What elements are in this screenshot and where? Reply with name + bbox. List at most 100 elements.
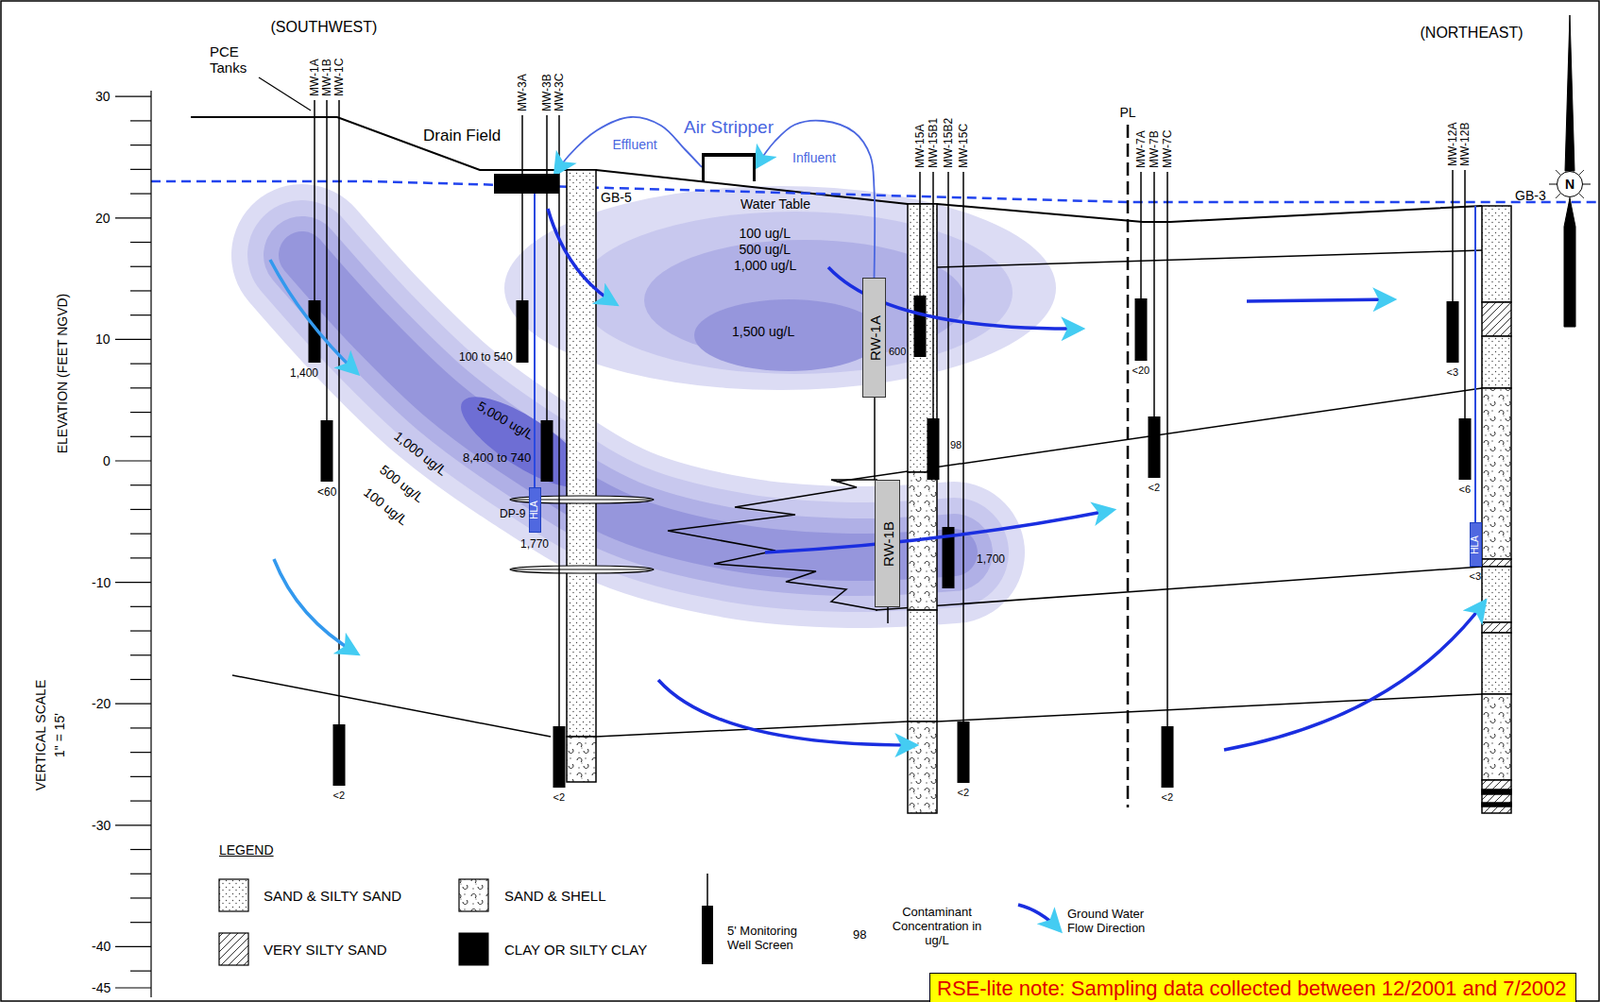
legend-text: VERY SILTY SAND <box>263 941 388 958</box>
edge-label: Influent <box>792 150 836 166</box>
well-screen <box>516 300 529 363</box>
elevation-axis <box>150 90 152 998</box>
well-id: MW-7C <box>1161 130 1175 169</box>
axis-tick <box>115 96 152 98</box>
axis-tick <box>130 533 152 535</box>
well-casing <box>314 100 1465 788</box>
feature-label: PCE Tanks <box>209 43 257 76</box>
well-screen <box>1161 726 1175 788</box>
ground-surface <box>190 117 1482 222</box>
boring-column <box>1481 205 1512 303</box>
direction-label: (SOUTHWEST) <box>271 18 378 36</box>
node-text: N <box>1565 177 1575 191</box>
well-screen <box>553 726 566 788</box>
legend-swatch <box>219 879 249 912</box>
compass-circle: N <box>1556 170 1583 198</box>
concentration-value: <2 <box>553 791 566 803</box>
axis-tick <box>115 946 152 948</box>
well-id: MW-12B <box>1459 122 1472 167</box>
property-line-label: PL <box>1120 105 1137 120</box>
axis-tick <box>130 266 152 268</box>
well-id: MW-3B <box>541 73 554 112</box>
flow-arrow <box>765 510 1113 553</box>
north-arrow <box>1555 170 1584 199</box>
property-line <box>1126 124 1130 808</box>
concentration-value: 1,700 <box>976 553 1005 566</box>
ground-surface <box>190 117 1482 222</box>
well-casing <box>1166 171 1169 788</box>
boring-column <box>1481 632 1512 695</box>
note-box: RSE-lite note: Sampling data collected b… <box>929 972 1577 1002</box>
boring-column <box>1481 622 1512 633</box>
concentration-value: <60 <box>317 486 337 499</box>
concentration-value: 1,770 <box>520 538 549 551</box>
north-arrow <box>1555 170 1584 199</box>
well-id: MW-15A <box>914 124 927 169</box>
node-text: Air Stripper <box>683 117 774 138</box>
axis-tick <box>130 654 152 656</box>
axis-tick <box>130 119 152 121</box>
axis-tick <box>130 411 152 413</box>
boring-column <box>907 610 937 722</box>
well-id: MW-1B <box>321 58 334 97</box>
axis-title: ELEVATION (FEET NGVD) <box>55 292 70 454</box>
legend-swatch <box>219 933 249 966</box>
axis-tick-label: 20 <box>95 211 111 226</box>
axis-tick <box>130 436 152 438</box>
axis-tick <box>130 289 152 291</box>
axis-tick-label: 0 <box>102 454 111 469</box>
well-screen <box>321 420 334 482</box>
well-screen <box>333 724 346 786</box>
concentration-value: <20 <box>1132 364 1151 376</box>
hla-probe: HLA <box>528 487 542 533</box>
node-text: RW-1B <box>880 521 895 567</box>
elevation-axis <box>115 987 152 988</box>
boring-column <box>566 170 1512 814</box>
axis-tick <box>115 217 152 219</box>
axis-tick-label: -30 <box>91 818 111 834</box>
strata-boundary <box>232 675 551 737</box>
plume-band <box>578 211 1013 375</box>
elevation-axis <box>115 90 152 998</box>
well-screen <box>1148 416 1161 478</box>
flow-arrow <box>658 680 916 746</box>
legend-swatch <box>219 873 1060 966</box>
concentration-value: <2 <box>1148 481 1161 494</box>
concentration-value: 100 to 540 <box>459 351 513 364</box>
leader-line <box>258 77 311 111</box>
well-casing <box>558 115 561 788</box>
axis-tick <box>130 970 152 972</box>
contour-label: 1,500 ug/L <box>731 324 795 340</box>
plume-band <box>694 299 884 372</box>
node-text: RW-1A <box>867 315 882 361</box>
north-arrow <box>1565 15 1575 171</box>
axis-tick <box>130 921 152 923</box>
axis-tick <box>115 581 152 583</box>
scale-note: VERTICAL SCALE <box>34 679 49 791</box>
axis-tick <box>130 751 152 753</box>
strata-boundary <box>936 694 1482 722</box>
flow-arrow <box>273 559 358 654</box>
fracture-lens <box>510 568 654 570</box>
well-id: MW-15C <box>957 123 971 169</box>
axis-tick <box>130 144 152 146</box>
axis-tick-label: 10 <box>95 332 111 347</box>
well-screen <box>541 420 554 482</box>
flow-arrow <box>547 208 616 305</box>
legend-swatch <box>701 873 714 965</box>
axis-tick <box>115 459 152 461</box>
well-casing <box>873 397 876 480</box>
well-id: MW-15B2 <box>942 118 955 169</box>
legend-heading: LEGEND <box>219 843 274 858</box>
well-id: MW-12A <box>1446 122 1460 167</box>
legend-swatch <box>1018 904 1060 931</box>
axis-tick <box>130 800 152 801</box>
axis-tick <box>130 849 152 851</box>
contour-label: 500 ug/L <box>739 242 792 257</box>
legend-text: SAND & SHELL <box>504 887 607 904</box>
well-screen <box>1459 418 1472 480</box>
north-arrow <box>1564 198 1576 327</box>
water-table-label: Water Table <box>740 197 811 212</box>
concentration-value: <3 <box>1469 570 1482 582</box>
